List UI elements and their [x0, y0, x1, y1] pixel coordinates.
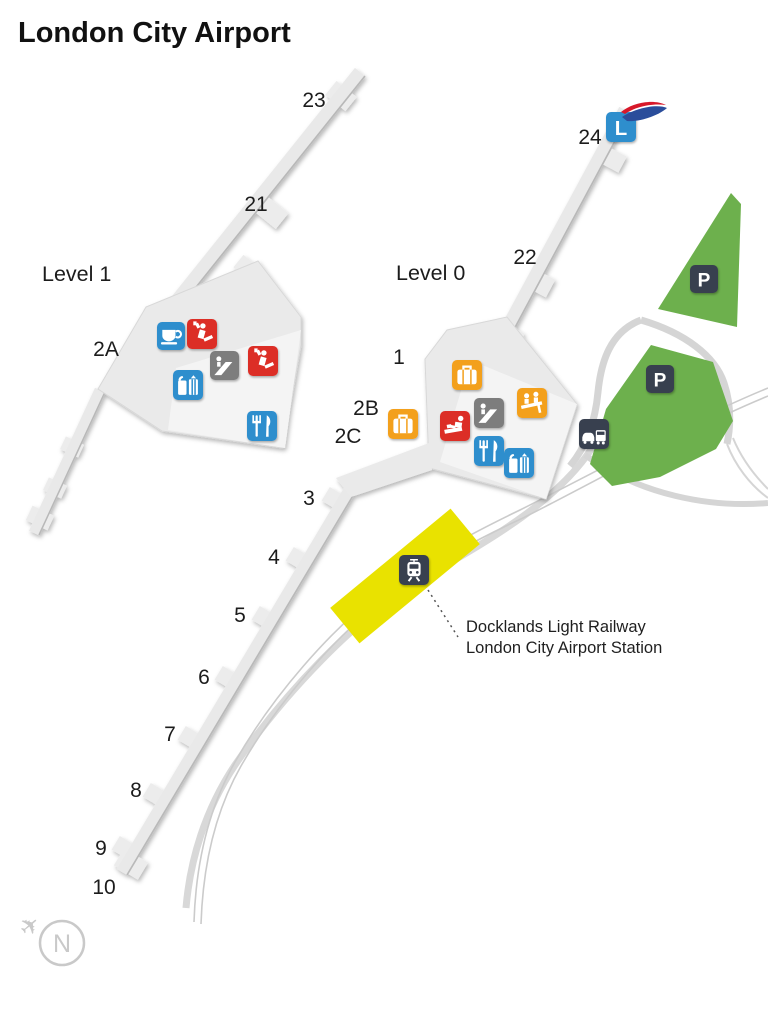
restaurant-icon-badge	[474, 436, 504, 466]
escalator-icon	[210, 351, 239, 380]
gate-label-2b: 2B	[353, 397, 379, 420]
check-in-icon-badge	[517, 388, 547, 418]
gate-label-24: 24	[578, 126, 602, 149]
gate-label-2a: 2A	[93, 338, 119, 361]
level-0-label: Level 0	[396, 261, 465, 285]
pier-gates-3-10	[111, 482, 358, 880]
bus-taxi-icon-badge	[579, 419, 609, 449]
amenity-icons: P P L	[157, 112, 718, 585]
pier-level1-west	[25, 387, 106, 536]
gate-label-4: 4	[268, 546, 280, 569]
svg-text:P: P	[654, 370, 667, 391]
callout-leader-line	[427, 589, 459, 638]
parking-icon-badge	[690, 265, 718, 293]
gate-label-10: 10	[92, 876, 115, 899]
restaurant-icon-badge	[247, 411, 277, 441]
compass-north-label: N	[53, 930, 71, 958]
level-1-label: Level 1	[42, 262, 111, 286]
baggage-icon	[388, 409, 418, 439]
gate-label-5: 5	[234, 604, 246, 627]
svg-text:L: L	[615, 118, 627, 140]
bus-taxi-icon	[579, 419, 609, 449]
parking-icon: P	[646, 365, 674, 393]
restaurant-icon	[247, 411, 277, 441]
parking-area-upper	[658, 193, 741, 327]
gate-label-3: 3	[303, 487, 315, 510]
gate-label-1: 1	[393, 346, 405, 369]
parking-area-lower	[590, 345, 733, 486]
pier-gates-22-24	[499, 106, 631, 348]
gate-label-21: 21	[244, 193, 267, 216]
restaurant-icon	[474, 436, 504, 466]
parking-icon-badge	[646, 365, 674, 393]
gate-label-7: 7	[164, 723, 176, 746]
gate-label-6: 6	[198, 666, 210, 689]
parking-areas	[590, 193, 741, 486]
gate-label-22: 22	[513, 246, 536, 269]
compass: ✈ N	[14, 910, 86, 967]
british-airways-speedmarque-icon	[621, 101, 667, 122]
gate-label-8: 8	[130, 779, 142, 802]
callout-line2: London City Airport Station	[466, 639, 662, 657]
dlr-train-icon	[399, 555, 429, 585]
shops-icon	[504, 448, 534, 478]
security-check-icon	[187, 319, 217, 349]
page-title: London City Airport	[18, 17, 291, 49]
compass-circle	[38, 919, 86, 967]
shops-icon	[173, 370, 203, 400]
security-check-icon	[248, 346, 278, 376]
check-in-icon	[517, 388, 547, 418]
gate-label-9: 9	[95, 837, 107, 860]
cafe-icon	[157, 322, 185, 350]
terminal-buildings	[25, 67, 631, 880]
security-search-icon	[440, 411, 470, 441]
gate-label-23: 23	[302, 89, 325, 112]
parking-icon: P	[690, 265, 718, 293]
gate-label-2c: 2C	[335, 425, 362, 448]
escalator-icon	[474, 398, 504, 428]
shops-icon-badge	[504, 448, 534, 478]
gate-labels: 23 21 24 22 2A 1 2B 2C 3 4 5 6 7 8 9 10	[92, 89, 602, 899]
baggage-icon	[452, 360, 482, 390]
callout-line1: Docklands Light Railway	[466, 618, 647, 636]
shops-icon-badge	[173, 370, 203, 400]
dlr-station-callout: Docklands Light Railway London City Airp…	[466, 618, 662, 657]
svg-text:P: P	[698, 270, 711, 291]
